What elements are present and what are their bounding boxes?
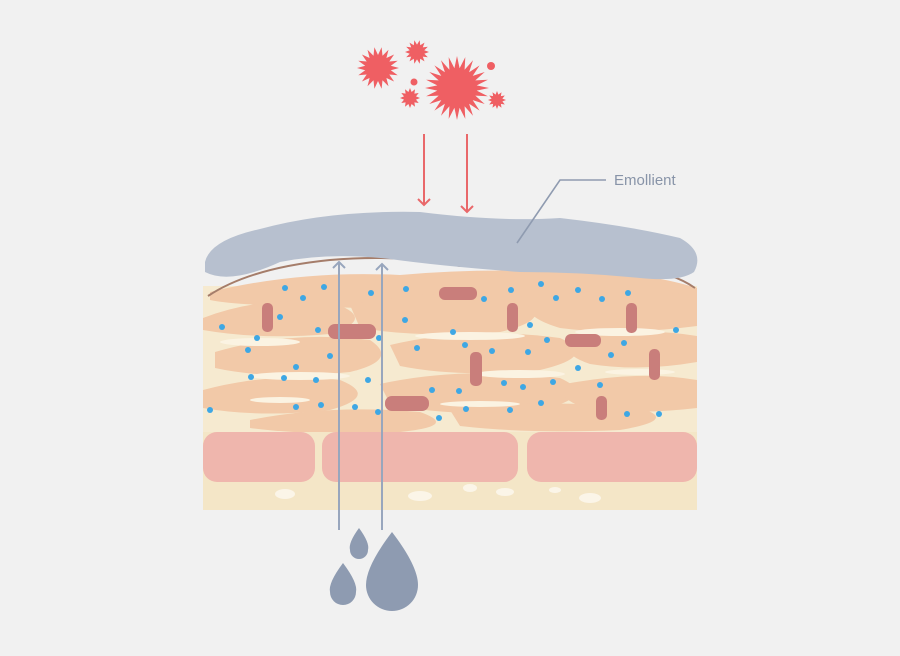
irritants	[357, 40, 506, 120]
water-drop-icon	[366, 532, 418, 611]
spiky-particle-icon	[405, 40, 429, 64]
lipid-streaks	[220, 328, 675, 407]
bacteria-rods	[262, 287, 660, 420]
emollient-layer	[205, 211, 698, 280]
spiky-particle-icon	[488, 91, 506, 109]
label-leader-line	[516, 179, 606, 244]
dermis-cell	[322, 432, 518, 482]
spiky-particle-icon	[357, 47, 399, 89]
water-drop-icon	[349, 528, 369, 559]
dermis-layer	[203, 432, 697, 510]
irritant-dot	[487, 62, 495, 70]
dermis-cell	[527, 432, 697, 482]
emollient-label: Emollient	[614, 172, 677, 189]
moisture-dots	[207, 281, 679, 421]
water-drops	[329, 528, 418, 611]
spiky-particle-icon	[400, 88, 420, 108]
spiky-particle-icon	[425, 56, 489, 120]
water-drop-icon	[329, 563, 357, 605]
skin-layers	[203, 270, 697, 510]
irritant-dot	[410, 78, 418, 86]
dermis-cell	[203, 432, 315, 482]
